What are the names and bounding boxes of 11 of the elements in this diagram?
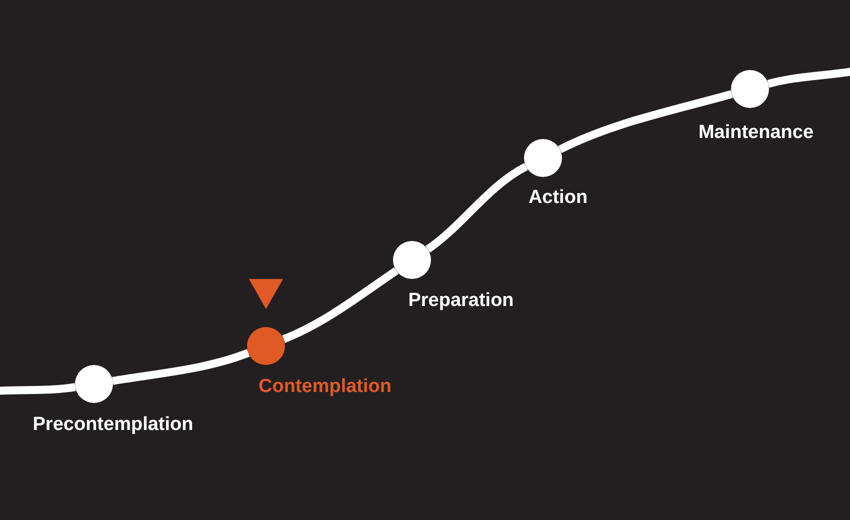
curve-line [558,90,733,154]
curve-line [0,383,76,395]
stage-label: Maintenance [698,122,814,144]
stage-label: Action [528,187,588,209]
stage-label: Preparation [408,290,514,312]
curve-line [112,349,250,385]
curve-line [425,163,528,253]
curve-line [282,267,399,343]
stage-label: Precontemplation [32,414,194,436]
stage-label: Contemplation [258,376,392,398]
curve-line [767,67,850,88]
